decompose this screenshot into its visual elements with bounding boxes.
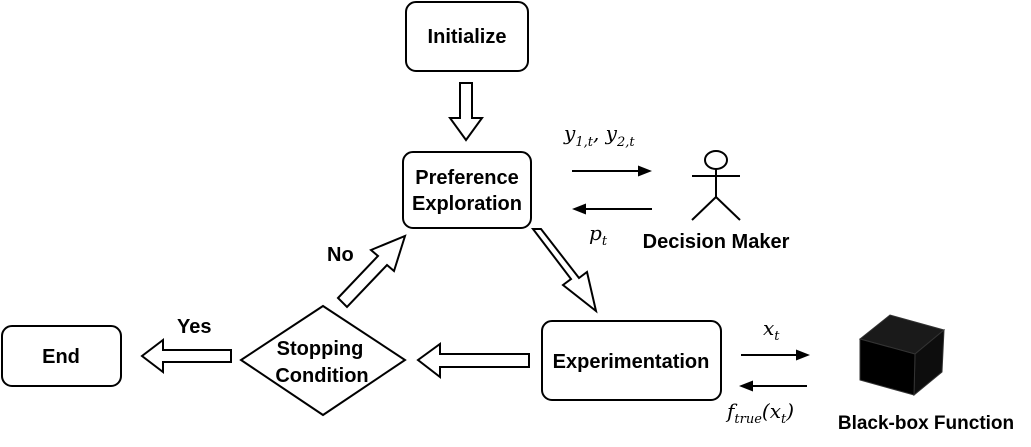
initialize-label: Initialize: [428, 26, 507, 48]
arrow-preference-to-experimentation: [530, 228, 598, 314]
stopping-label-line2: Condition: [275, 365, 368, 387]
query-label: y1,t, y2,t: [563, 121, 635, 150]
initialize-node: Initialize: [405, 1, 529, 72]
query-point-label: xt: [763, 316, 780, 344]
decision-maker-label: Decision Maker: [643, 231, 790, 253]
stopping-condition-node: Stopping Condition: [239, 304, 407, 417]
preference-label-line1: Preference: [415, 167, 518, 189]
arrow-stopping-to-preference: [336, 234, 407, 309]
arrow-to-black-box: [741, 349, 810, 361]
preference-feedback-label: pt: [589, 221, 608, 249]
arrow-experimentation-to-stopping: [416, 342, 530, 380]
end-label: End: [42, 346, 80, 368]
end-node: End: [1, 325, 122, 387]
black-box-label: Black-box Function: [838, 413, 1014, 434]
preference-exploration-node: Preference Exploration: [402, 151, 532, 229]
arrow-to-decision-maker: [572, 165, 652, 177]
arrow-init-to-preference: [448, 82, 484, 142]
preference-label-line2: Exploration: [412, 193, 522, 215]
experimentation-label: Experimentation: [553, 351, 710, 373]
arrow-from-decision-maker: [572, 203, 652, 215]
no-label: No: [327, 244, 354, 266]
stopping-label-line1: Stopping: [277, 338, 364, 360]
function-output-label: ftrue(xt): [725, 399, 794, 427]
arrow-from-black-box: [739, 380, 807, 392]
black-box-cube-icon: [858, 314, 946, 397]
yes-label: Yes: [177, 316, 211, 338]
decision-maker-person-icon: [691, 150, 741, 221]
arrow-stopping-to-end: [140, 337, 232, 375]
experimentation-node: Experimentation: [541, 320, 722, 401]
